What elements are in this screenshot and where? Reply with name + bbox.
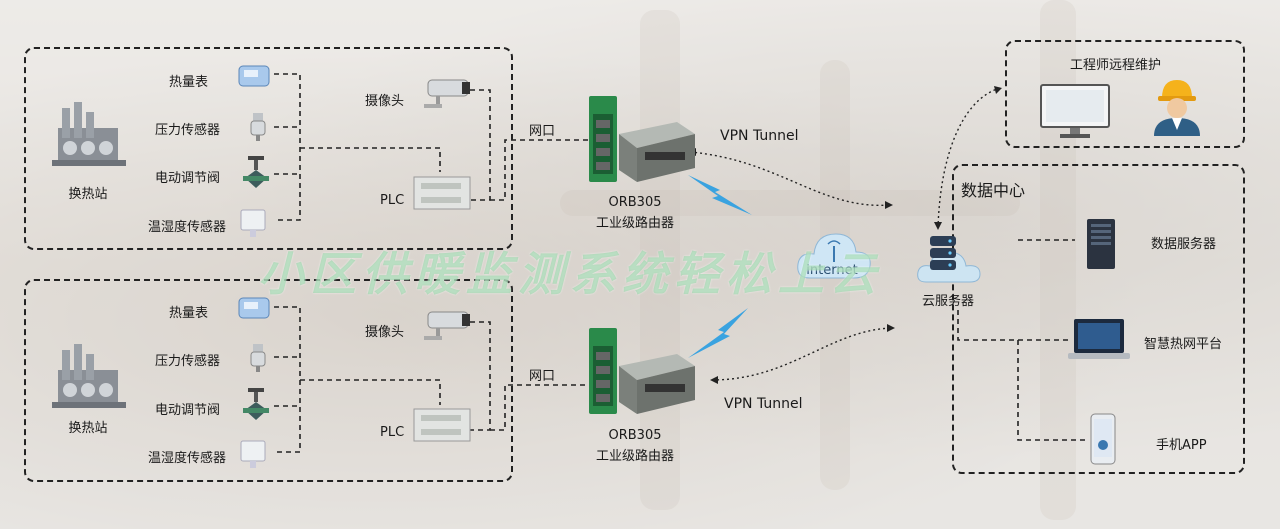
cloud-server-label: 云服务器	[921, 294, 975, 309]
site1-vpn-label: VPN Tunnel	[720, 128, 799, 144]
site1-temp-sensor-label: 温湿度传感器	[148, 220, 227, 235]
router-icon	[587, 94, 699, 190]
site2-plc-label: PLC	[380, 425, 405, 440]
site2-pressure-sensor-label: 压力传感器	[155, 354, 221, 369]
data-server-label: 数据服务器	[1151, 237, 1217, 252]
site1-plc-label: PLC	[380, 193, 405, 208]
cloud-server-icon	[916, 230, 986, 294]
camera-icon	[418, 74, 472, 118]
site2-temp-sensor-label: 温湿度传感器	[148, 451, 227, 466]
site1-station-label: 换热站	[68, 187, 108, 202]
internet-cloud-icon	[794, 222, 874, 288]
site1-router-desc: 工业级路由器	[595, 216, 675, 231]
engineer-box	[1005, 40, 1245, 148]
laptop-icon	[1068, 318, 1130, 366]
valve-icon	[243, 388, 269, 428]
heat-network-platform-label: 智慧热网平台	[1144, 337, 1223, 352]
site1-valve-label: 电动调节阀	[155, 171, 221, 186]
site1-router-model: ORB305	[608, 195, 662, 210]
site2-box	[24, 279, 513, 482]
site2-vpn-label: VPN Tunnel	[724, 396, 803, 412]
site2-router-desc: 工业级路由器	[595, 449, 675, 464]
factory-icon	[52, 340, 126, 414]
monitor-icon	[1040, 84, 1110, 144]
heat-meter-icon	[238, 297, 270, 323]
factory-icon	[52, 98, 126, 172]
plc-icon	[413, 405, 471, 449]
datacenter-box	[952, 164, 1245, 474]
site1-box	[24, 47, 513, 250]
site2-router-model: ORB305	[608, 428, 662, 443]
engineer-label: 工程师远程维护	[1070, 58, 1162, 73]
site2-valve-label: 电动调节阀	[155, 403, 221, 418]
phone-icon	[1090, 413, 1116, 469]
temp-humidity-sensor-icon	[239, 439, 267, 473]
camera-icon	[418, 306, 472, 350]
plc-icon	[413, 173, 471, 217]
site2-heat-meter-label: 热量表	[169, 306, 209, 321]
site2-station-label: 换热站	[68, 421, 108, 436]
site1-camera-label: 摄像头	[365, 94, 405, 109]
site2-port-label: 网口	[529, 369, 556, 384]
pressure-sensor-icon	[248, 112, 268, 146]
heat-meter-icon	[238, 65, 270, 91]
valve-icon	[243, 156, 269, 196]
watermark-title: 小区供暖监测系统轻松上云	[258, 247, 882, 301]
site1-heat-meter-label: 热量表	[169, 75, 209, 90]
site1-port-label: 网口	[529, 124, 556, 139]
router-icon	[587, 326, 699, 422]
engineer-avatar-icon	[1150, 74, 1204, 140]
site2-camera-label: 摄像头	[365, 325, 405, 340]
pressure-sensor-icon	[248, 343, 268, 377]
datacenter-title: 数据中心	[961, 181, 1026, 200]
mobile-app-label: 手机APP	[1156, 438, 1207, 453]
rack-server-icon	[1086, 218, 1116, 274]
site1-pressure-sensor-label: 压力传感器	[155, 123, 221, 138]
internet-label: internet	[806, 263, 858, 278]
temp-humidity-sensor-icon	[239, 208, 267, 242]
